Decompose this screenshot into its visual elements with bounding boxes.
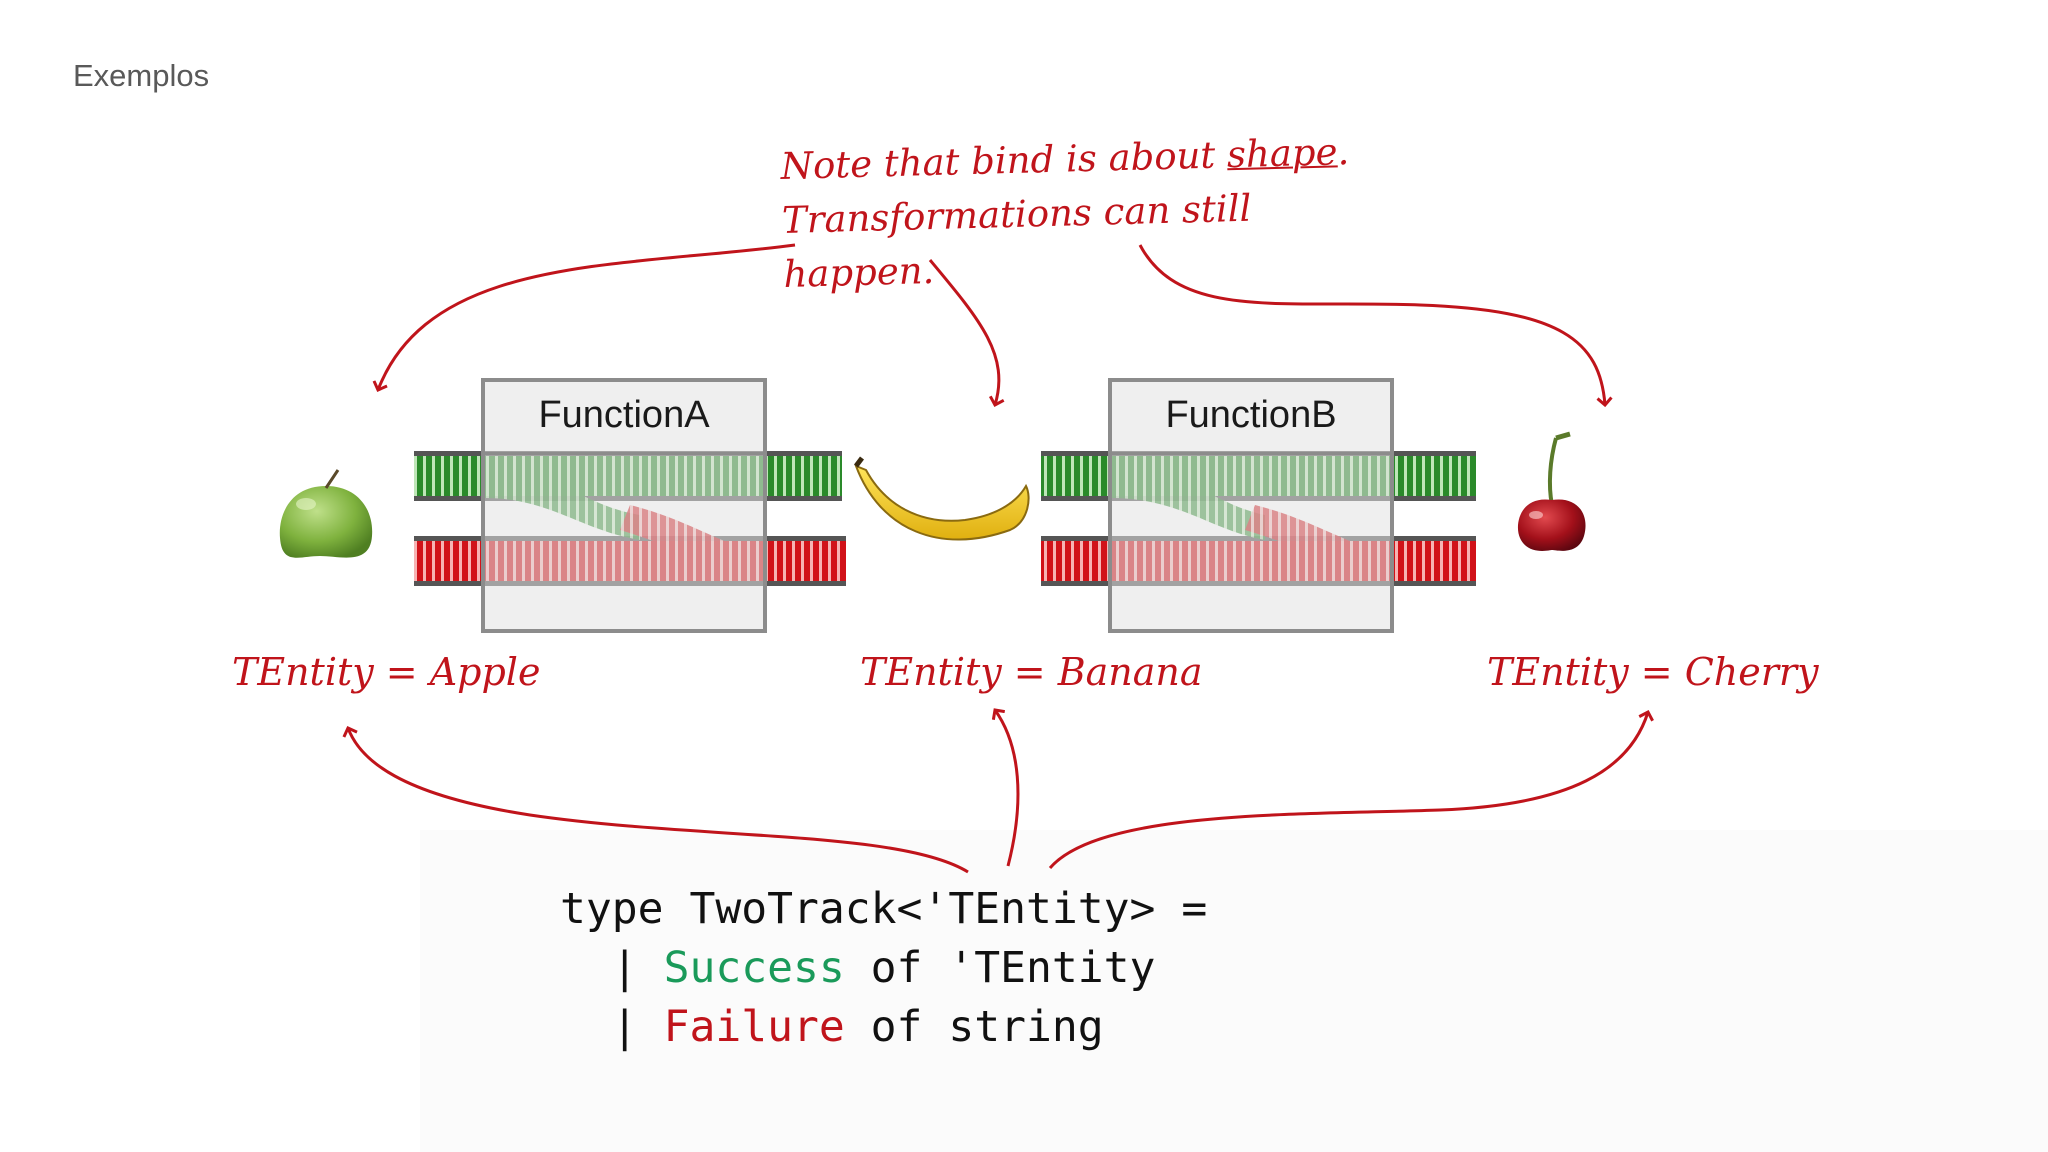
banana-image (854, 456, 1030, 541)
function-a-box: FunctionA (481, 378, 767, 633)
function-b-box: FunctionB (1108, 378, 1394, 633)
code-block: type TwoTrack<'TEntity> = | Success of '… (560, 880, 1207, 1057)
label-apple: TEntity = Apple (232, 650, 541, 694)
success-keyword: Success (663, 943, 845, 993)
apple-image (279, 469, 373, 558)
label-banana: TEntity = Banana (860, 650, 1203, 694)
code-arrows (348, 710, 1648, 874)
slide-title: Exemplos (73, 58, 210, 93)
label-cherry: TEntity = Cherry (1487, 650, 1819, 694)
arrow-to-apple-label (348, 728, 969, 874)
arrow-to-banana (928, 259, 999, 405)
arrow-to-cherry-label (1048, 712, 1648, 869)
arrow-to-apple (378, 243, 796, 390)
code-line-failure: | Failure of string (560, 1002, 1104, 1052)
function-a-label: FunctionA (538, 394, 710, 436)
arrow-to-cherry (1138, 244, 1605, 405)
cherry-image (1517, 431, 1586, 551)
function-b-label: FunctionB (1165, 394, 1337, 436)
failure-keyword: Failure (663, 1002, 845, 1052)
note-arrows (378, 243, 1605, 405)
code-line-type: type TwoTrack<'TEntity> = (560, 884, 1208, 934)
figure-background (420, 830, 2048, 1152)
arrow-to-banana-label (995, 710, 1020, 867)
code-line-success: | Success of 'TEntity (560, 943, 1156, 993)
function-a-divider (485, 452, 763, 455)
function-b-divider (1112, 452, 1390, 455)
